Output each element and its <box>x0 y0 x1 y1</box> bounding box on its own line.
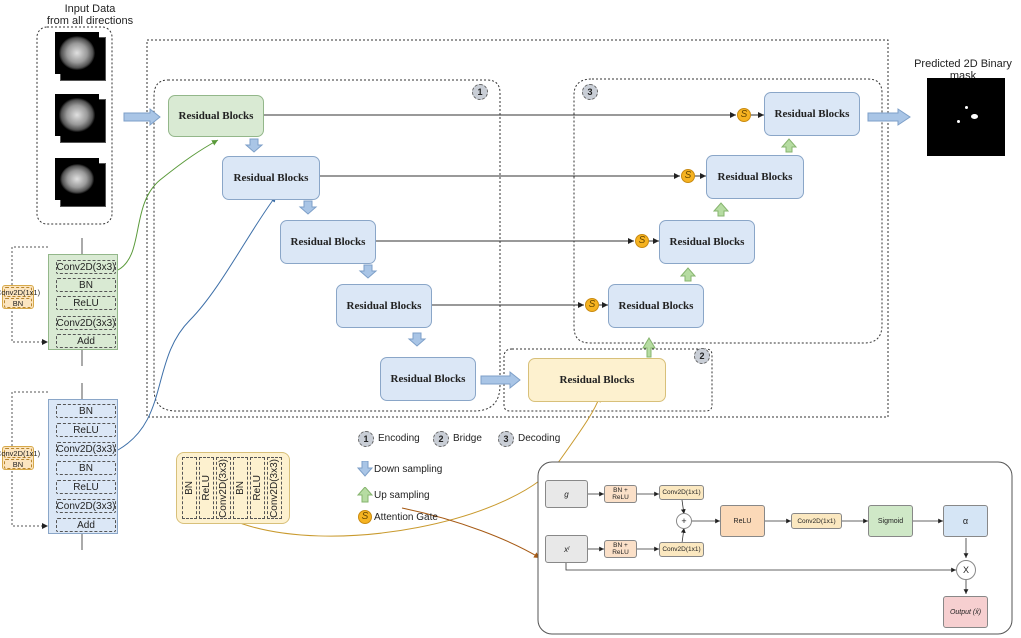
blue-shortcut-bn: BN <box>4 459 32 469</box>
axial-scan-image <box>55 32 99 74</box>
decoder-residual-block-3: Residual Blocks <box>706 155 804 199</box>
input-title: Input Data from all directions <box>40 3 140 27</box>
bridge-arrow <box>480 370 521 390</box>
green-layer-conv-1: Conv2D(3x3) <box>56 260 116 274</box>
encoder-residual-block-5: Residual Blocks <box>380 357 476 401</box>
green-shortcut: Conv2D(1x1) BN <box>0 285 41 309</box>
legend-attention-gate-icon <box>358 510 372 524</box>
bridge-layer-conv-1-label: Conv2D(3x3) <box>218 458 229 518</box>
ag-conv-mid: Conv2D(1x1) <box>791 513 842 529</box>
ag-multiply-node: X <box>956 560 976 580</box>
legend-encoding-marker: 1 <box>358 431 374 447</box>
bridge-layer-relu-1: ReLU <box>199 457 214 519</box>
legend-decoding-marker: 3 <box>498 431 514 447</box>
green-shortcut-conv: Conv2D(1x1) <box>0 287 41 297</box>
ag-bn-relu-top: BN + ReLU <box>604 485 637 503</box>
ag-bn-relu-bottom: BN + ReLU <box>604 540 637 558</box>
blue-layer-conv-1: Conv2D(3x3) <box>56 442 116 456</box>
down-arrow-icon <box>357 461 373 477</box>
bridge-layer-bn-2-label: BN <box>235 481 246 495</box>
bridge-region <box>503 348 713 412</box>
bridge-layer-bn-1-label: BN <box>184 481 195 495</box>
blue-shortcut: Conv2D(1x1) BN <box>0 446 41 470</box>
decoder-residual-block-1: Residual Blocks <box>608 284 704 328</box>
coronal-scan-image <box>55 94 99 136</box>
mask-blob <box>971 114 978 119</box>
attention-gate-icon <box>635 234 649 248</box>
green-layer-relu: ReLU <box>56 296 116 310</box>
mask-blob <box>965 106 968 109</box>
output-arrow <box>867 108 911 126</box>
decoding-marker: 3 <box>582 84 598 100</box>
decoding-region <box>573 78 883 344</box>
input-title-line2: from all directions <box>46 15 134 27</box>
bridge-layer-relu-2: ReLU <box>250 457 265 519</box>
ag-output: Output (x̂) <box>943 596 988 628</box>
blue-layer-relu-2: ReLU <box>56 480 116 494</box>
blue-layer-relu-1: ReLU <box>56 423 116 437</box>
blue-shortcut-conv: Conv2D(1x1) <box>0 448 41 458</box>
ag-add-node: + <box>676 513 692 529</box>
bridge-layer-conv-1: Conv2D(3x3) <box>216 457 231 519</box>
bridge-marker: 2 <box>694 348 710 364</box>
legend-down-label: Down sampling <box>374 464 443 475</box>
encoder-residual-block-1: Residual Blocks <box>168 95 264 137</box>
legend-bridge-marker: 2 <box>433 431 449 447</box>
ag-sigmoid: Sigmoid <box>868 505 913 537</box>
encoding-marker: 1 <box>472 84 488 100</box>
input-arrow <box>123 107 161 127</box>
green-shortcut-bn: BN <box>4 298 32 308</box>
predicted-mask-image <box>927 78 1005 156</box>
legend-encoding-label: Encoding <box>378 433 420 444</box>
bridge-layer-bn-2: BN <box>233 457 248 519</box>
bridge-layer-conv-2: Conv2D(3x3) <box>267 457 282 519</box>
legend-gate-label: Attention Gate <box>374 512 438 523</box>
legend-bridge-label: Bridge <box>453 433 482 444</box>
green-layer-add: Add <box>56 334 116 348</box>
bridge-layer-bn-1: BN <box>182 457 197 519</box>
legend-decoding-label: Decoding <box>518 433 561 444</box>
ag-g-input: g <box>545 480 588 508</box>
bridge-layer-relu-2-label: ReLU <box>252 475 263 501</box>
ag-conv-bottom: Conv2D(1x1) <box>659 542 704 557</box>
blue-layer-bn-2: BN <box>56 461 116 475</box>
ag-x-input: xˡ <box>545 535 588 563</box>
blue-layer-conv-2: Conv2D(3x3) <box>56 499 116 513</box>
encoder-residual-block-2: Residual Blocks <box>222 156 320 200</box>
encoder-residual-block-3: Residual Blocks <box>280 220 376 264</box>
ag-conv-top: Conv2D(1x1) <box>659 485 704 500</box>
decoder-residual-block-4: Residual Blocks <box>764 92 860 136</box>
bridge-residual-block: Residual Blocks <box>528 358 666 402</box>
decoder-residual-block-2: Residual Blocks <box>659 220 755 264</box>
ag-relu: ReLU <box>720 505 765 537</box>
blue-residual-detail <box>48 399 118 534</box>
blue-layer-bn-1: BN <box>56 404 116 418</box>
network-frame <box>146 39 889 418</box>
bridge-layer-relu-1-label: ReLU <box>201 475 212 501</box>
legend-up-label: Up sampling <box>374 490 430 501</box>
input-title-line1: Input Data <box>64 3 116 15</box>
attention-gate-icon <box>585 298 599 312</box>
sagittal-scan-image <box>55 158 99 200</box>
encoding-region <box>153 79 501 412</box>
green-layer-conv-2: Conv2D(3x3) <box>56 316 116 330</box>
encoder-residual-block-4: Residual Blocks <box>336 284 432 328</box>
mask-blob <box>957 120 960 123</box>
up-arrow-icon <box>357 487 373 503</box>
ag-alpha: α <box>943 505 988 537</box>
green-layer-bn: BN <box>56 278 116 292</box>
attention-gate-icon <box>737 108 751 122</box>
bridge-layer-conv-2-label: Conv2D(3x3) <box>269 458 280 518</box>
blue-layer-add: Add <box>56 518 116 532</box>
attention-gate-icon <box>681 169 695 183</box>
